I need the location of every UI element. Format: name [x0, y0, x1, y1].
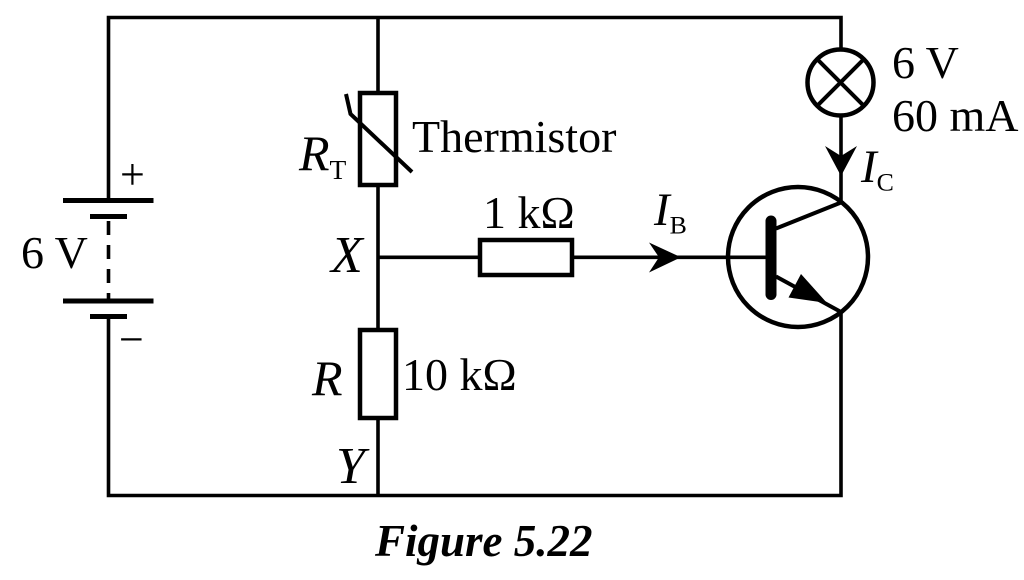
- wires: [106, 15, 843, 498]
- base-current-arrow: [649, 242, 681, 273]
- lamp-symbol: [805, 47, 876, 118]
- lamp-cross: [815, 57, 866, 108]
- thermistor-diagonal-stroke: [344, 93, 414, 174]
- transistor-base-bar: [765, 215, 777, 300]
- thermistor-ref-sub: T: [329, 153, 347, 185]
- battery-voltage-label: 6 V: [21, 227, 88, 278]
- battery-plus-label: +: [120, 150, 145, 199]
- transistor-symbol: [765, 200, 842, 314]
- collector-current-sub: C: [876, 167, 894, 197]
- base-resistor-value-label: 1 kΩ: [483, 187, 575, 238]
- lamp-current-label: 60 mA: [892, 90, 1019, 141]
- thermistor-name-label: Thermistor: [412, 111, 617, 162]
- base-resistor-symbol: [477, 237, 575, 278]
- base-current-sub: B: [669, 210, 687, 240]
- base-current-main: I: [654, 184, 670, 236]
- transistor-collector-lead: [775, 200, 842, 231]
- wire-top-loop: [106, 15, 843, 198]
- base-current-label: IB: [654, 187, 687, 238]
- figure-caption: Figure 5.22: [375, 516, 593, 566]
- transistor-emitter-arrow: [788, 274, 827, 303]
- collector-current-arrow: [825, 146, 857, 176]
- node-x-label: X: [331, 227, 363, 284]
- thermistor-symbol: [344, 90, 414, 188]
- thermistor-ref-label: RT: [299, 128, 346, 183]
- node-y-label: Y: [336, 438, 365, 495]
- divider-resistor-ref-label: R: [312, 350, 343, 406]
- wire-bottom-loop: [106, 312, 843, 498]
- battery-minus-label: −: [119, 315, 144, 364]
- divider-resistor-value-label: 10 kΩ: [402, 349, 517, 400]
- collector-current-label: IC: [861, 144, 894, 195]
- collector-current-main: I: [861, 141, 877, 193]
- divider-resistor-symbol: [357, 327, 399, 421]
- thermistor-ref-main: R: [299, 125, 330, 181]
- battery-symbol: [63, 198, 154, 319]
- lamp-voltage-label: 6 V: [892, 37, 959, 88]
